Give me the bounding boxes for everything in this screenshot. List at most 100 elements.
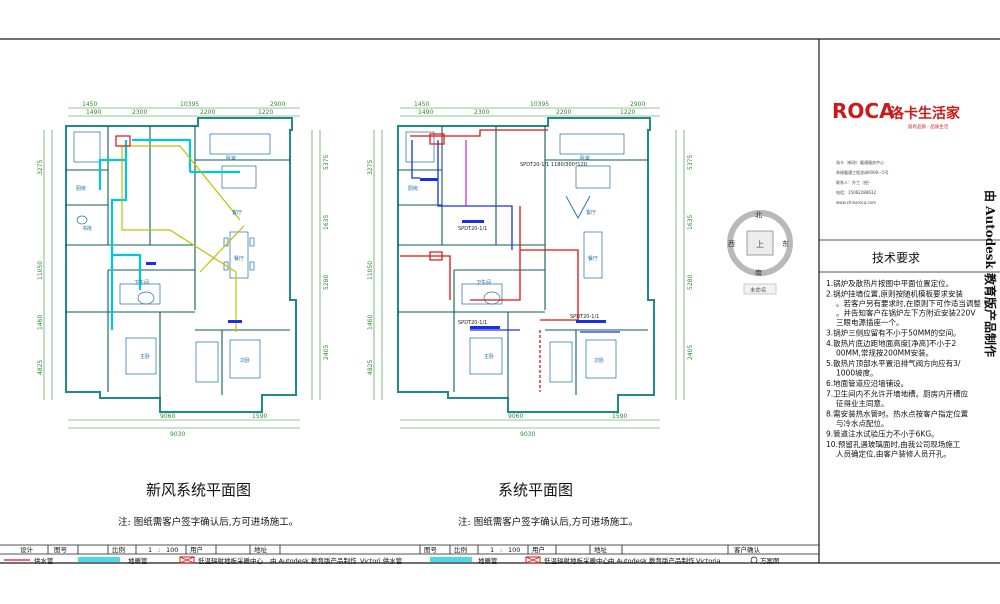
plan-right-radiators xyxy=(420,178,606,329)
plan-left-dimensions xyxy=(43,107,321,429)
view-cube-compass[interactable]: 上 北 南 东 西 未命名 xyxy=(727,210,793,295)
room-label-dining: 餐厅 xyxy=(234,255,244,262)
boiler-unit xyxy=(429,133,445,145)
tb-scale-colon: : xyxy=(158,546,160,554)
legend-scheme: 方案图 xyxy=(760,556,780,565)
dim-bottom2-1: 9030 xyxy=(520,431,535,438)
room-label-master: 主卧 xyxy=(484,353,494,360)
tag-2: SPDT20-1/1 xyxy=(458,226,487,232)
dim-bottom2-1: 9030 xyxy=(170,431,185,438)
brand-info-2: 承接暖通工程咨询0000—5号 xyxy=(836,169,889,175)
brand-logo-latin: ROCA xyxy=(832,99,895,123)
dim-left-2: 11050 xyxy=(37,261,44,280)
dim-right-2: 1635 xyxy=(323,215,330,230)
legend-autodesk-2: 由 Autodesk 教育版产品制作 xyxy=(608,556,695,565)
plan-right-furniture xyxy=(405,131,625,383)
dim-top2-2: 2300 xyxy=(474,109,489,116)
tb-scale: 比例 xyxy=(112,545,125,554)
plan-right-supply-pipes xyxy=(400,129,620,392)
tag-1: SPDT20-1/1 1180/300*120 xyxy=(520,162,587,168)
plan-left-furniture xyxy=(73,131,271,383)
compass-ring xyxy=(727,210,793,276)
plan-right-note: 注: 图纸需客户签字确认后,方可进场施工。 xyxy=(458,516,638,528)
tech-item-3: 3.锅炉三侧应留有不小于50MM的空间。 xyxy=(826,328,961,338)
brand-panel: ROCA 洛卡生活家 居有品质 · 品质生活 洛卡（新欣）暖通服务中心 承接暖通… xyxy=(832,99,961,205)
plan-left-note: 注: 图纸需客户签字确认后,方可进场施工。 xyxy=(118,516,298,528)
brand-info-3: 联系人：孙工（经） xyxy=(836,179,872,185)
tb-r-address: 地址 xyxy=(594,545,608,554)
compass-north: 北 xyxy=(755,211,762,219)
tech-item-7: 7.卫生间内不允许开墙地槽。厨房内开槽应征得业主同意。 xyxy=(826,389,969,409)
plan-left-supply-lines xyxy=(121,145,245,332)
tech-requirements-list: 1.锅炉及散热片按图中平面位置定位。2.锅炉挂墙位置,原则按随机模板要求安装。若… xyxy=(826,278,981,459)
legend-floor-heating: 地暖管 xyxy=(128,556,148,565)
fresh-air-unit xyxy=(115,135,131,147)
compass-east: 东 xyxy=(782,239,789,248)
room-label-second: 次卧 xyxy=(240,357,250,364)
dim-top-2: 10395 xyxy=(180,101,199,108)
legend-center: 低温辐射地板采暖中心 xyxy=(198,556,264,565)
fresh-air-floor-plan: 1450 10395 2900 1490 2300 2200 1220 9060… xyxy=(37,101,330,528)
tag-3: SPDT20-1/1 xyxy=(458,320,487,326)
dim-top-1: 1450 xyxy=(414,101,429,108)
dim-bottom-2: 1590 xyxy=(612,413,627,420)
room-label-living: 客厅 xyxy=(232,209,242,216)
tech-item-6: 6.地面管道应沿墙铺设。 xyxy=(826,378,908,388)
brand-logo-cn: 洛卡生活家 xyxy=(890,105,961,122)
dim-right-4: 2405 xyxy=(323,345,330,360)
legend-supply: 供水管 xyxy=(34,556,54,565)
room-label-study: 书房 xyxy=(82,225,92,232)
tb-r-scale-colon: : xyxy=(500,546,502,554)
tb-user: 用户 xyxy=(190,545,203,554)
dim-top-2: 10395 xyxy=(530,101,549,108)
brand-info-1: 洛卡（新欣）暖通服务中心 xyxy=(836,159,884,165)
plan-left-title: 新风系统平面图 xyxy=(146,481,251,499)
dim-left-1: 3275 xyxy=(367,160,374,175)
tb-scale-b: 100 xyxy=(166,546,178,554)
room-label-bath: 卫生间 xyxy=(476,279,491,286)
room-label-kitchen: 厨房 xyxy=(408,185,418,192)
tb-address: 地址 xyxy=(254,545,268,554)
dim-top2-4: 1220 xyxy=(620,109,635,116)
dim-right-4: 2405 xyxy=(687,345,694,360)
brand-info-4: 电话：15062288632 xyxy=(836,189,876,195)
dim-left-1: 3275 xyxy=(37,160,44,175)
dim-left-4: 4825 xyxy=(367,360,374,375)
tech-item-9: 9.管道注水试验压力不小于6KG。 xyxy=(826,429,939,439)
dim-top2-4: 1220 xyxy=(258,109,273,116)
dim-right-1: 5375 xyxy=(323,155,330,170)
tb-r-confirm: 客户确认 xyxy=(734,545,761,554)
room-label-bedroom: 卧室 xyxy=(580,155,590,162)
legend-victori: Victori 供水管 xyxy=(360,556,403,565)
compass-west: 西 xyxy=(728,240,735,248)
compass-south: 南 xyxy=(755,268,762,277)
tech-item-5: 5.散热片顶部水平置沿排气阀方向应有3/1000坡度。 xyxy=(826,358,961,378)
dim-left-3: 1460 xyxy=(37,315,44,330)
dim-top2-3: 2200 xyxy=(200,109,215,116)
brand-info-5: www.chinaroca.com xyxy=(836,200,876,205)
distributor-unit xyxy=(429,251,443,261)
room-label-bath: 卫生间 xyxy=(134,279,149,286)
legend-victoria: Victoria xyxy=(696,557,721,565)
dim-top2-1: 1490 xyxy=(86,109,101,116)
compass-cube[interactable] xyxy=(746,230,774,256)
room-label-kitchen: 厨房 xyxy=(76,185,86,192)
plan-left-vents xyxy=(146,262,242,323)
dim-bottom-1: 9060 xyxy=(160,413,175,420)
dim-bottom-1: 9060 xyxy=(508,413,523,420)
tech-item-8: 8.需安装热水管时。热水点按客户指定位置与冷水点配位。 xyxy=(826,409,969,429)
plan-right-room-labels: 客厅 餐厅 主卧 次卧 厨房 卫生间 卧室 xyxy=(408,155,604,364)
autodesk-watermark: 由 Autodesk 教育版产品制作 xyxy=(983,190,998,357)
tb-r-scale: 比例 xyxy=(454,545,467,554)
tech-heading: 技术要求 xyxy=(872,251,920,265)
dim-top2-3: 2200 xyxy=(556,109,571,116)
compass-caption-box[interactable] xyxy=(743,283,777,295)
plan-right-walls xyxy=(397,117,655,413)
plan-right-inner-walls xyxy=(398,126,648,398)
dim-bottom-2: 1590 xyxy=(252,413,267,420)
dim-top2-1: 1490 xyxy=(418,109,433,116)
tb-scale-a: 1 xyxy=(148,546,152,554)
